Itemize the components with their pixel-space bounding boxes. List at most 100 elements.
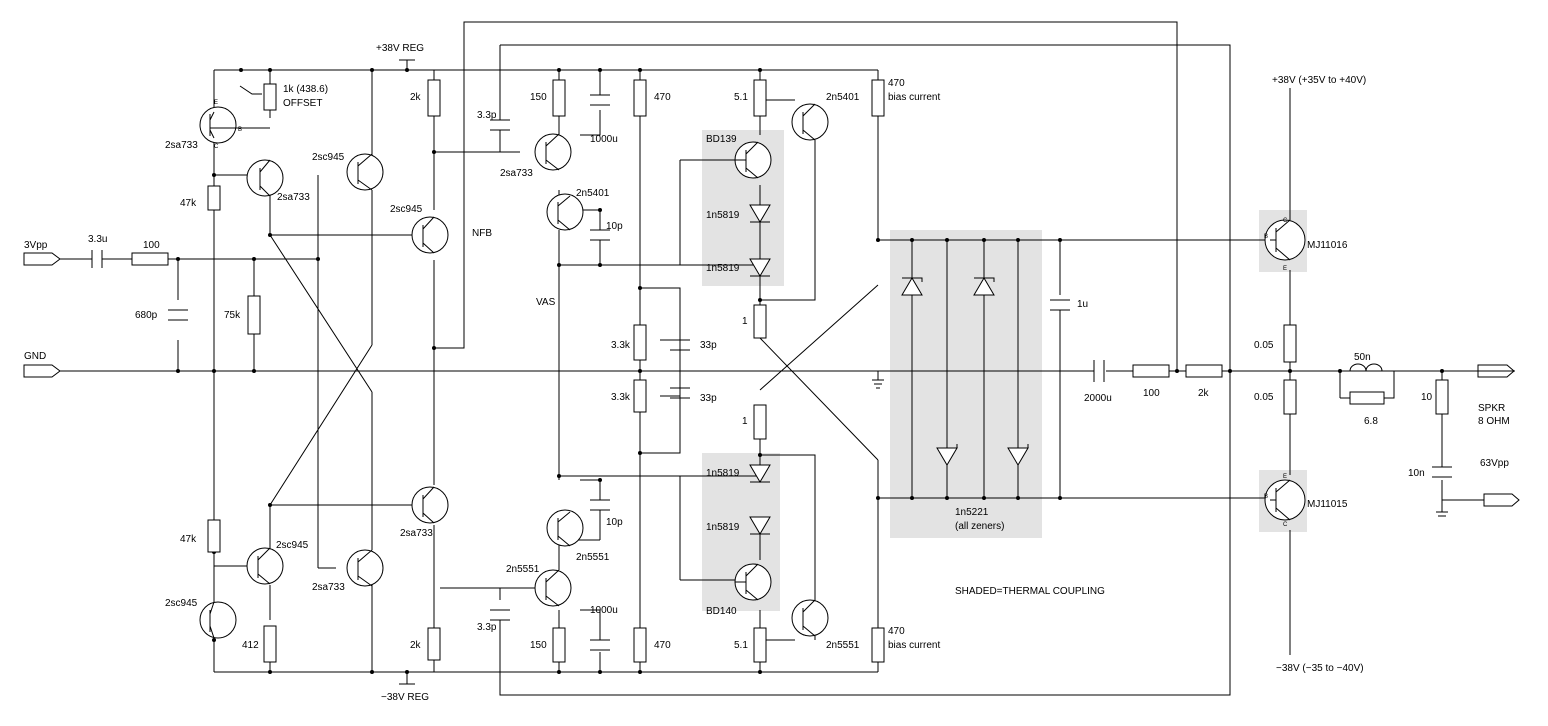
svg-text:2k: 2k [410,640,422,651]
nfb-label: NFB [472,228,492,239]
svg-text:2sc945: 2sc945 [165,598,198,609]
svg-text:6.8: 6.8 [1364,416,1378,427]
svg-text:1: 1 [742,316,748,327]
transistor-q7 [346,549,384,587]
transistor-q2 [246,159,284,197]
pos-reg-label: +38V REG [376,43,424,54]
transistor-q1 [199,106,240,144]
resistor [633,627,647,663]
resistor [1283,379,1297,415]
resistor [871,79,885,117]
resistor [263,83,277,111]
neg-reg-label: −38V REG [381,692,429,703]
svg-text:1: 1 [742,416,748,427]
bias-current-bottom-label: bias current [888,640,940,651]
svg-text:MJ11015: MJ11015 [1307,499,1348,510]
svg-text:E: E [1283,474,1287,480]
transistor-q3 [346,153,384,191]
resistor [1349,391,1385,405]
transistor-q10 [546,193,584,231]
svg-text:2sa733: 2sa733 [500,168,533,179]
svg-text:3.3p: 3.3p [477,622,497,633]
resistor [753,404,767,440]
svg-text:3.3k: 3.3k [611,392,631,403]
svg-text:1000u: 1000u [590,605,618,616]
resistor [552,627,566,663]
speaker-ohm-label: 8 OHM [1478,416,1510,427]
speaker-port[interactable] [1477,364,1515,378]
svg-text:10n: 10n [1408,468,1425,479]
resistor [871,627,885,663]
diodes [749,204,771,535]
svg-text:470: 470 [654,640,671,651]
shaded-note-label: SHADED=THERMAL COUPLING [955,586,1105,597]
svg-text:50n: 50n [1354,352,1371,363]
resistor [207,185,221,211]
resistors [131,79,1449,663]
svg-text:2sc945: 2sc945 [390,204,423,215]
svg-text:1n5819: 1n5819 [706,522,740,533]
svg-text:10: 10 [1421,392,1433,403]
resistor [753,79,767,117]
resistor [427,627,441,661]
offset-label: OFFSET [283,98,322,109]
svg-text:B: B [1264,234,1268,240]
capacitors [91,94,1452,651]
resistor [633,79,647,117]
svg-text:75k: 75k [224,310,241,321]
resistor [1132,364,1170,378]
wiring [60,21,1515,696]
svg-text:5.1: 5.1 [734,640,748,651]
svg-text:470: 470 [654,92,671,103]
svg-text:150: 150 [530,640,547,651]
resistor [263,625,277,663]
input-port[interactable] [23,252,61,266]
svg-text:0.05: 0.05 [1254,340,1274,351]
ground-label: GND [24,351,46,362]
resistor [207,519,221,553]
svg-text:2n5551: 2n5551 [576,552,610,563]
svg-text:33p: 33p [700,393,717,404]
pin-letters: E B C C B E E B C [214,100,1288,528]
output-swing-label: 63Vpp [1480,458,1509,469]
svg-text:2n5401: 2n5401 [826,92,860,103]
svg-text:C: C [1283,218,1288,224]
svg-text:3.3u: 3.3u [88,234,107,245]
svg-text:0.05: 0.05 [1254,392,1274,403]
resistor [131,252,169,266]
transistor-q9 [534,133,572,171]
svg-text:2sa733: 2sa733 [400,528,433,539]
svg-text:B: B [1264,494,1268,500]
resistor [1185,364,1223,378]
transistor-q13 [734,141,772,179]
svg-text:1n5819: 1n5819 [706,468,740,479]
svg-text:470: 470 [888,78,905,89]
speaker-return-port[interactable] [1483,493,1520,507]
ground-port[interactable] [23,364,61,378]
svg-text:100: 100 [143,240,160,251]
zener-diodes [901,277,1029,466]
svg-text:3.3k: 3.3k [611,340,631,351]
resistor [1283,324,1297,363]
svg-text:100: 100 [1143,388,1160,399]
neg-supply-label: −38V (−35 to −40V) [1276,663,1364,674]
speaker-label: SPKR [1478,403,1505,414]
transistor-q17 [1264,219,1306,261]
svg-text:5.1: 5.1 [734,92,748,103]
svg-text:412: 412 [242,640,259,651]
transistor-q6 [199,601,237,639]
junction-dots [176,68,1444,674]
transistor-q16 [791,599,829,637]
zener-part-label: 1n5221 [955,507,989,518]
svg-text:33p: 33p [700,340,717,351]
svg-text:2sa733: 2sa733 [277,192,310,203]
resistor [552,79,566,117]
svg-text:1n5819: 1n5819 [706,263,740,274]
svg-text:C: C [1283,522,1288,528]
bias-current-top-label: bias current [888,92,940,103]
svg-text:C: C [214,144,219,150]
transistor-q14 [734,563,772,601]
svg-text:2n5401: 2n5401 [576,188,610,199]
svg-text:2sa733: 2sa733 [312,582,345,593]
